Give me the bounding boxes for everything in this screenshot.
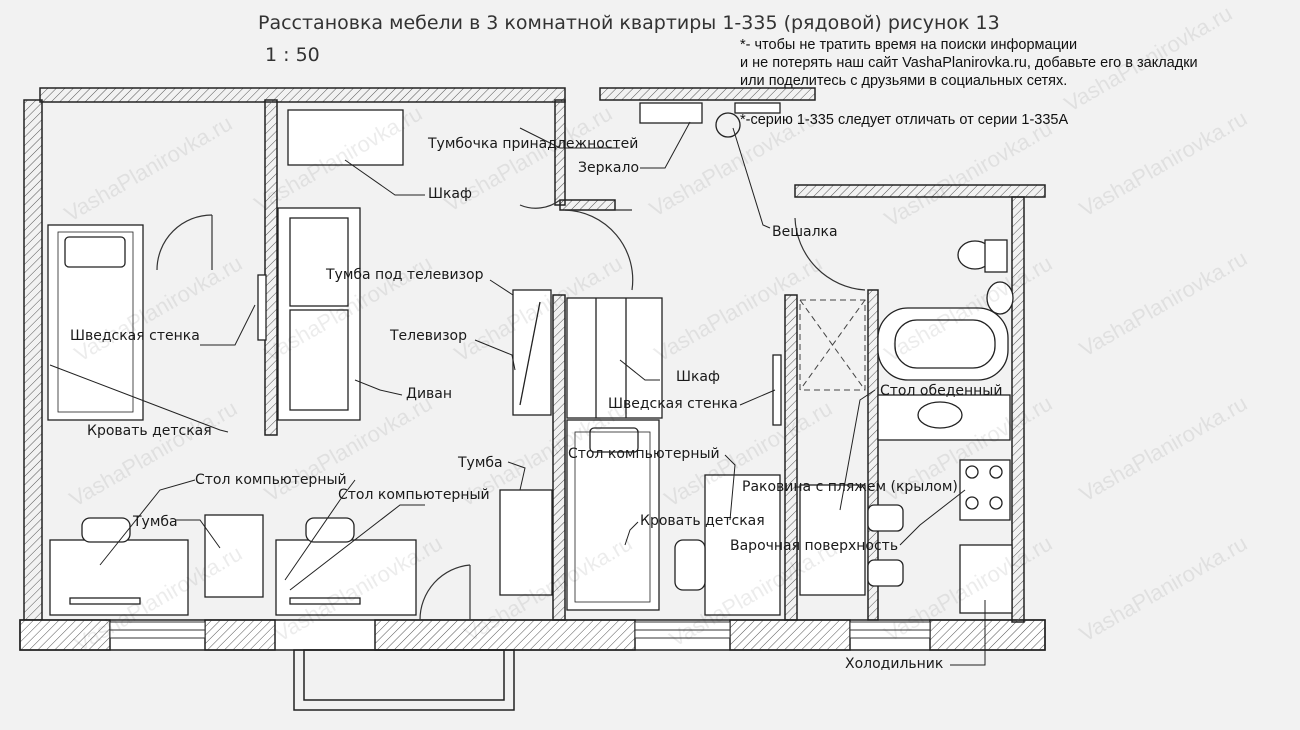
leader-lines [49, 121, 986, 666]
balcony [293, 649, 515, 711]
inner-wall-right [1011, 196, 1025, 623]
middle-furniture [499, 102, 782, 616]
label-shkaf-top: Шкаф [428, 186, 472, 202]
tumba-mid [499, 489, 553, 596]
label-shkaf-mid: Шкаф [676, 369, 720, 385]
chair-left [81, 517, 131, 543]
page-title: Расстановка мебели в 3 комнатной квартир… [258, 12, 1000, 34]
note-line-2: и не потерять наш сайт VashaPlanirovka.r… [740, 55, 1198, 71]
wall-bars-left [257, 274, 267, 341]
label-rakovina: Раковина с пляжем (крылом) [742, 479, 958, 495]
label-shved-left: Шведская стенка [70, 328, 200, 344]
note-line-4: *-серию 1-335 следует отличать от серии … [740, 112, 1069, 128]
bottom-wall-hatch-1 [19, 619, 111, 651]
inner-wall-hall2 [559, 199, 616, 211]
inner-wall-mid [552, 294, 566, 621]
wardrobe-top [287, 109, 404, 166]
tv-stand [512, 289, 552, 416]
label-krovat-mid: Кровать детская [640, 513, 765, 529]
label-stol-komp-mid: Стол компьютерный [568, 446, 720, 462]
wall-bars-mid [772, 354, 782, 426]
label-shved-mid: Шведская стенка [608, 396, 738, 412]
inner-wall-bath-left [867, 289, 879, 621]
left-wall [23, 99, 43, 621]
fridge [959, 544, 1013, 614]
inner-wall-kitchen-top [794, 184, 1046, 198]
chair-right [674, 539, 706, 591]
label-tumba-left: Тумба [133, 514, 178, 530]
mirror-shelf [639, 102, 703, 124]
label-holodilnik: Холодильник [845, 656, 944, 672]
top-wall-right [599, 87, 816, 101]
label-stol-komp-left2: Стол компьютерный [338, 487, 490, 503]
hood-dashed [799, 299, 866, 391]
label-tumbochka: Тумбочка принадлежностей [428, 136, 639, 152]
dining-table [799, 484, 866, 596]
left-room-furniture [47, 109, 417, 616]
inner-wall-1 [264, 99, 278, 436]
label-divan: Диван [406, 386, 453, 402]
label-veshalka: Вешалка [772, 224, 838, 240]
washbasin [986, 281, 1014, 315]
label-stol-komp-left: Стол компьютерный [195, 472, 347, 488]
label-televizor: Телевизор [390, 328, 467, 344]
tumba-left [204, 514, 264, 598]
label-krovat-left: Кровать детская [87, 423, 212, 439]
windows [109, 621, 931, 639]
label-zerkalo: Зеркало [578, 160, 640, 176]
inner-wall-mid2 [784, 294, 798, 621]
label-stol-obed: Стол обеденный [880, 383, 1003, 399]
bottom-wall-hatch-4 [729, 619, 851, 651]
chair-mid [305, 517, 355, 543]
desk-right [704, 474, 781, 616]
scale-label: 1 : 50 [265, 44, 320, 66]
bottom-wall-hatch-2 [204, 619, 276, 651]
note-line-1: *- чтобы не тратить время на поиски инфо… [740, 37, 1078, 53]
bottom-wall-hatch-5 [929, 619, 1046, 651]
doors [156, 199, 866, 621]
kitchen-bath [799, 239, 1014, 614]
top-wall-left [39, 87, 566, 103]
note-line-3: или поделитесь с друзьями в социальных с… [740, 73, 1068, 89]
label-varochnaya: Варочная поверхность [730, 538, 899, 554]
wardrobe-mid [566, 297, 663, 419]
coat-rack-hook [715, 112, 741, 138]
label-tumba-mid: Тумба [458, 455, 503, 471]
label-tumba-tv: Тумба под телевизор [326, 267, 484, 283]
coat-rack [734, 102, 781, 114]
